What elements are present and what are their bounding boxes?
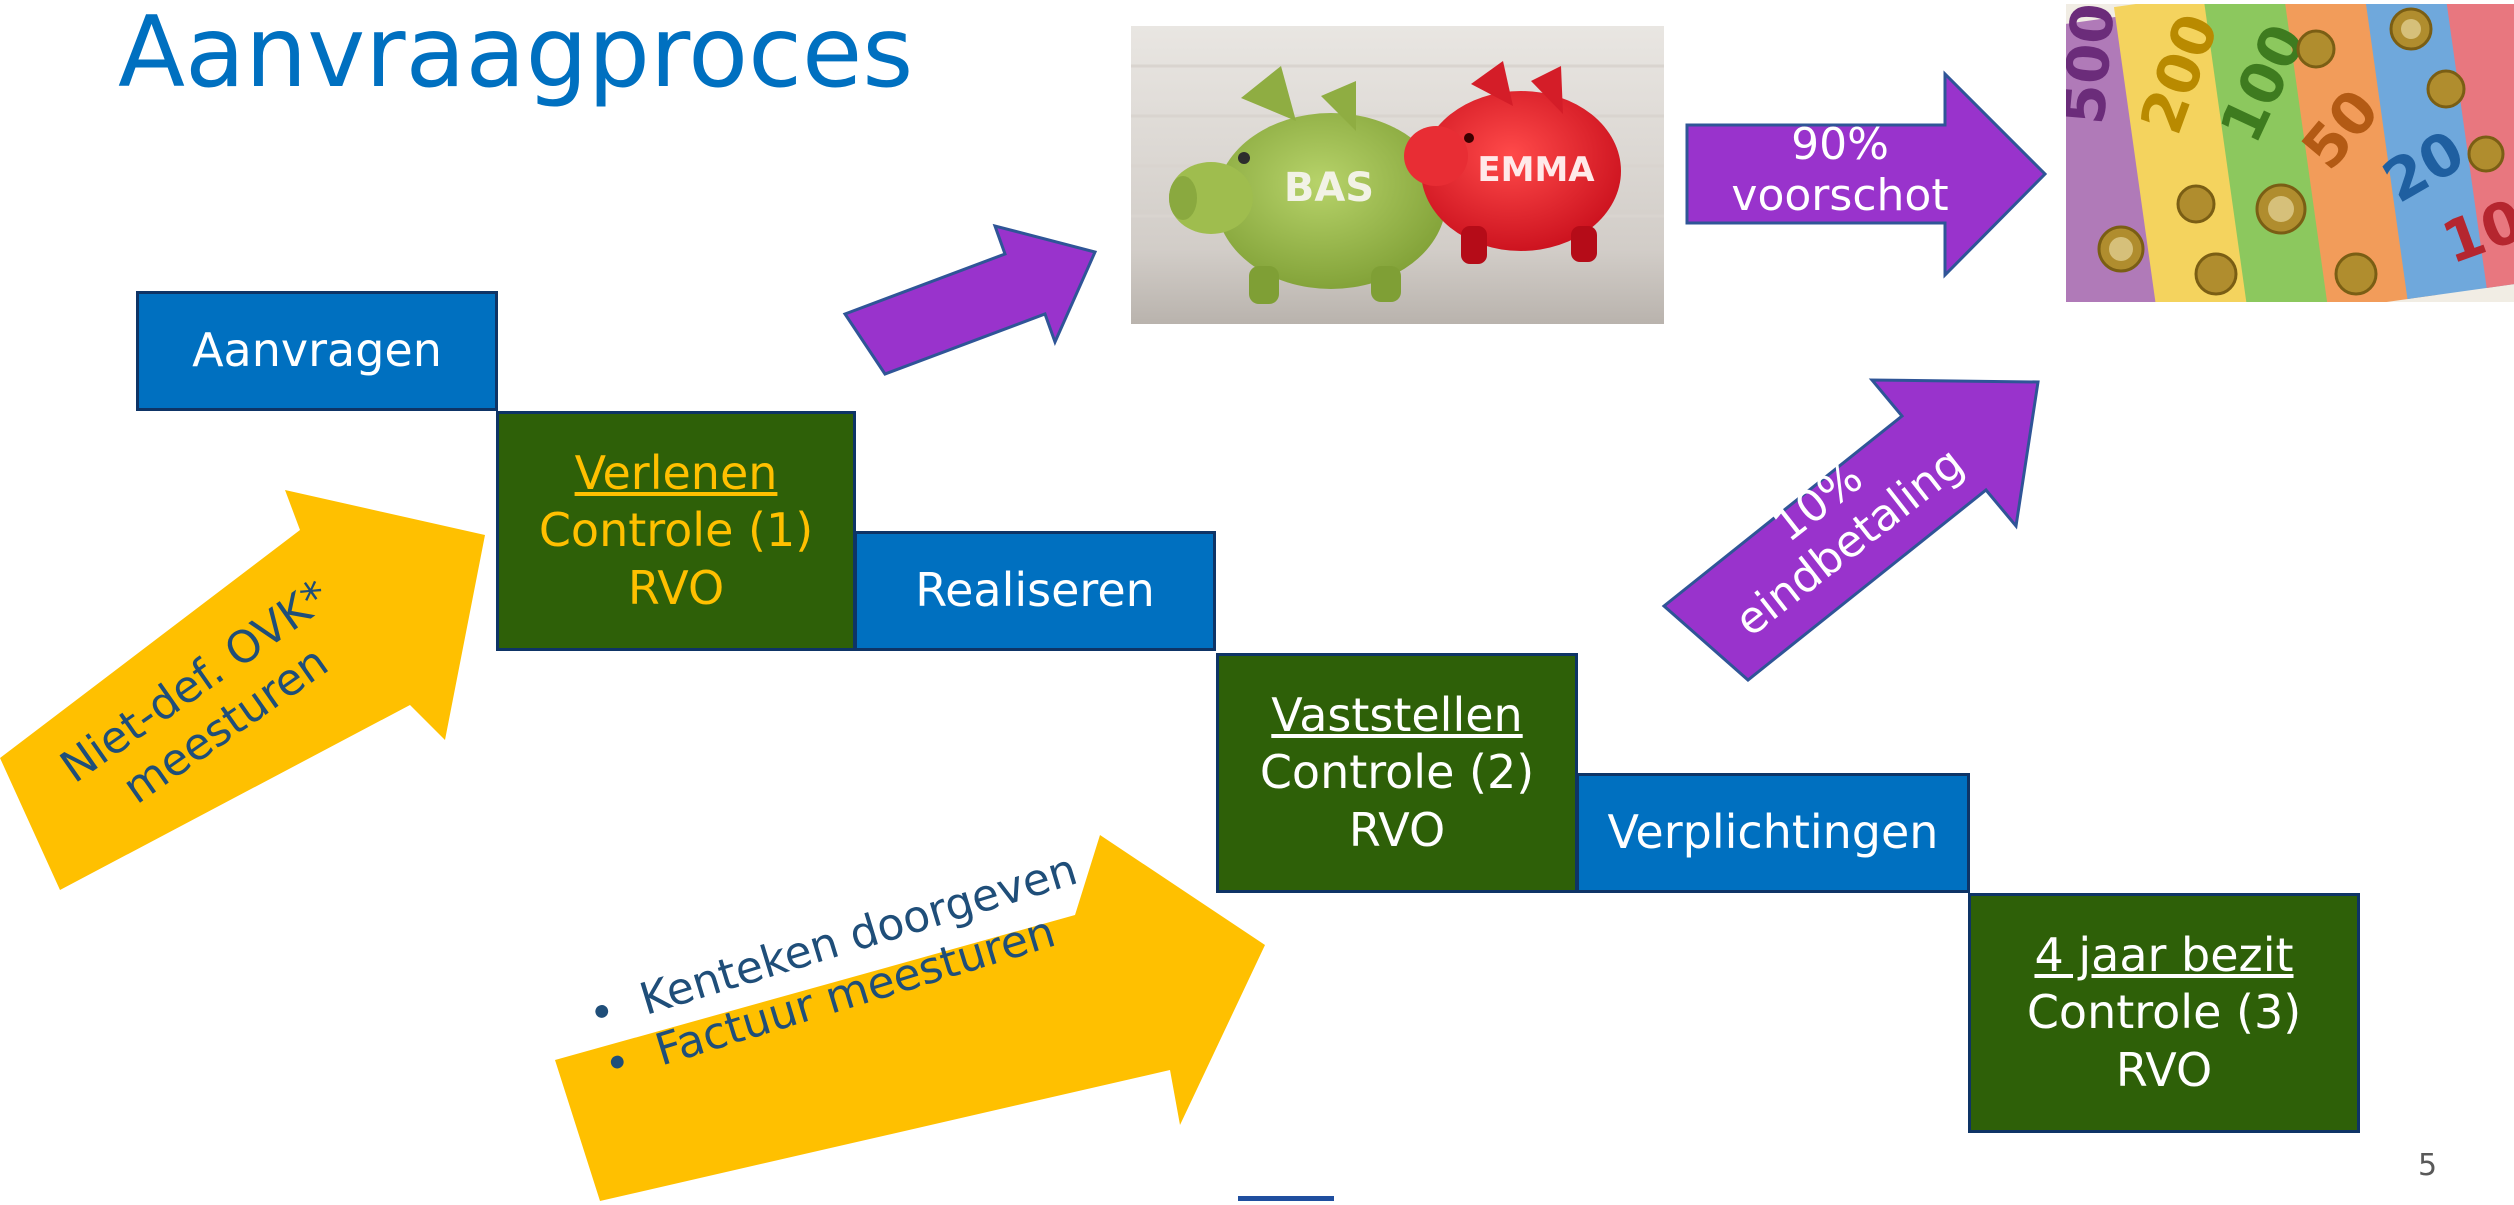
green-pig [1169, 66, 1446, 304]
verlenen-rvo: RVO [627, 560, 725, 615]
vaststellen-control: Controle (2) [1259, 745, 1535, 800]
arrow-voorschot [1685, 70, 2048, 279]
bezit-control: Controle (3) [2026, 985, 2302, 1040]
step-realiseren: Realiseren [854, 531, 1216, 651]
arrow-ovk [0, 490, 485, 890]
bezit-rvo: RVO [2115, 1042, 2213, 1097]
step-aanvragen-label: Aanvragen [192, 323, 442, 378]
red-pig [1404, 61, 1621, 264]
voorschot-label: voorschot [1731, 169, 1949, 221]
footer-mark [1238, 1196, 1334, 1201]
step-verlenen: Verlenen Controle (1) RVO [496, 411, 856, 651]
step-vaststellen: Vaststellen Controle (2) RVO [1216, 653, 1578, 893]
verlenen-heading: Verlenen [574, 445, 778, 500]
green-pig-label: BAS [1284, 165, 1374, 211]
red-pig-label: EMMA [1477, 150, 1595, 190]
arrow-voorschot-text: 90% voorschot [1685, 119, 1995, 221]
arrow-eindbetaling [1661, 378, 2040, 682]
banknote-500: 500 [2066, 4, 2128, 127]
arrow-kenteken [555, 835, 1265, 1201]
arrow-to-piggy-banks [842, 223, 1098, 376]
verlenen-control: Controle (1) [538, 503, 814, 558]
page-title: Aanvraagproces [118, 0, 914, 110]
step-verplichtingen: Verplichtingen [1576, 773, 1970, 893]
banknotes-image: 500 200 100 50 20 10 [2066, 4, 2514, 302]
page-number: 5 [2418, 1148, 2438, 1183]
piggy-banks-image: BAS EMMA [1131, 26, 1664, 324]
step-bezit: 4 jaar bezit Controle (3) RVO [1968, 893, 2360, 1133]
vaststellen-rvo: RVO [1348, 802, 1446, 857]
step-realiseren-label: Realiseren [915, 563, 1155, 618]
voorschot-percentage: 90% [1791, 119, 1889, 170]
vaststellen-heading: Vaststellen [1271, 687, 1523, 742]
bezit-heading: 4 jaar bezit [2034, 927, 2294, 982]
step-verplichtingen-label: Verplichtingen [1607, 805, 1939, 860]
step-aanvragen: Aanvragen [136, 291, 498, 411]
